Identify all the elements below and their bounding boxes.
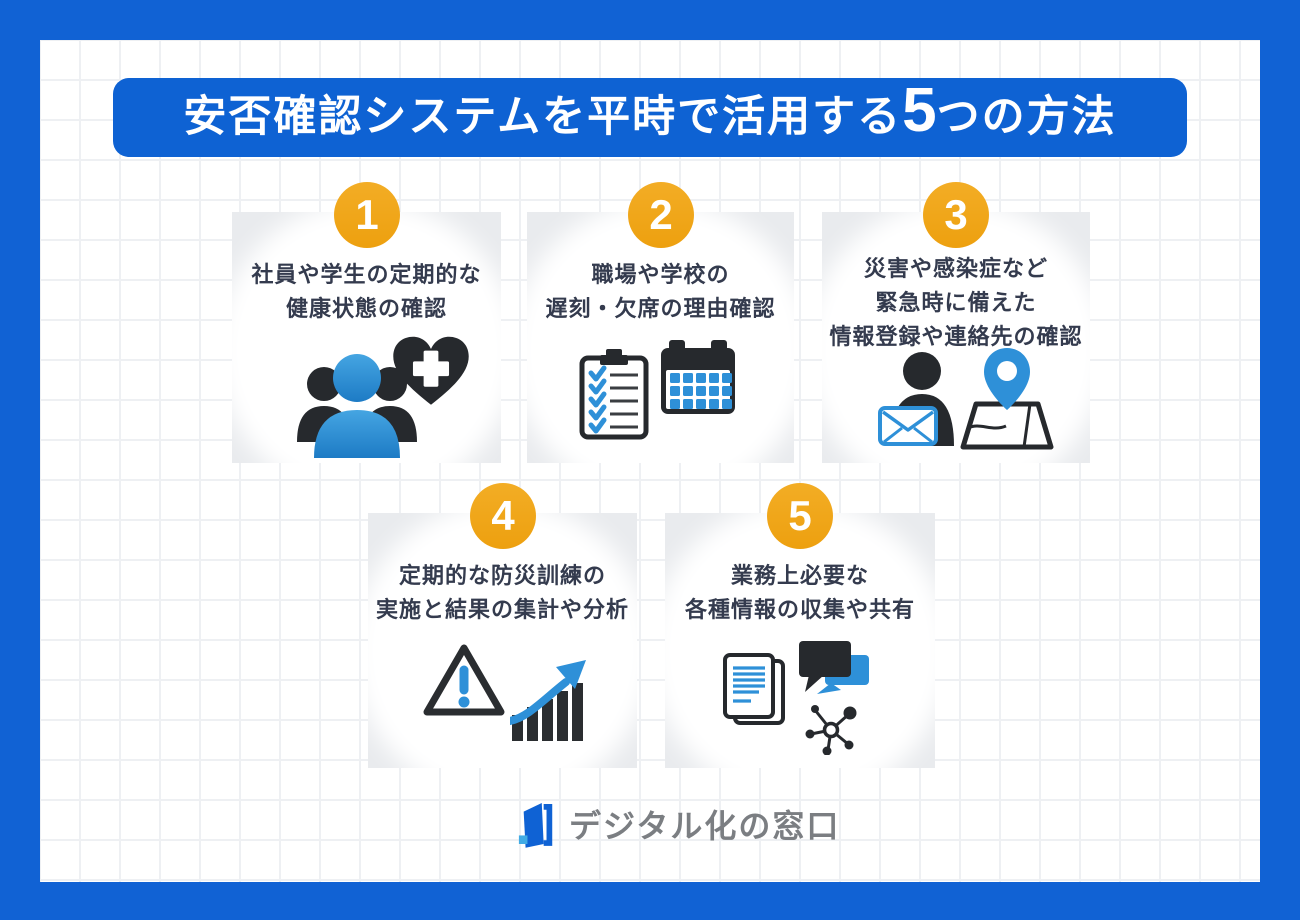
page-title: 安否確認システムを平時で活用する5つの方法 <box>183 76 1117 145</box>
title-highlight-number: 5 <box>902 76 937 145</box>
card-3-title: 災害や感染症など 緊急時に備えた 情報登録や連絡先の確認 <box>829 256 1083 349</box>
map-pin-icon <box>960 348 1054 450</box>
calendar-icon <box>661 340 735 414</box>
card-4: 定期的な防災訓練の 実施と結果の集計や分析 <box>368 513 637 768</box>
card-dome <box>527 212 794 463</box>
brand-logo-text: デジタル化の窓口 <box>569 808 841 844</box>
card-1-title: 社員や学生の定期的な 健康状態の確認 <box>251 262 482 321</box>
heart-medical-icon <box>393 336 469 405</box>
card-2: 職場や学校の 遅刻・欠席の理由確認 <box>527 212 794 463</box>
step-number-badge: 3 <box>923 182 989 248</box>
card-3: 災害や感染症など 緊急時に備えた 情報登録や連絡先の確認 <box>822 212 1090 463</box>
card-5: 業務上必要な 各種情報の収集や共有 <box>665 513 935 768</box>
card-5-title: 業務上必要な 各種情報の収集や共有 <box>684 563 915 622</box>
step-number-badge: 5 <box>767 483 833 549</box>
title-banner: 安否確認システムを平時で活用する5つの方法 <box>113 78 1187 157</box>
card-4-title: 定期的な防災訓練の 実施と結果の集計や分析 <box>375 563 629 622</box>
checklist-icon <box>579 349 649 440</box>
network-share-icon <box>805 705 857 755</box>
step-number-badge: 4 <box>470 483 536 549</box>
card-1: 社員や学生の定期的な 健康状態の確認 <box>232 212 501 463</box>
documents-icon <box>723 653 785 725</box>
warning-triangle-icon <box>423 644 505 716</box>
brand-logo: デジタル化の窓口 <box>517 798 840 850</box>
step-number-badge: 2 <box>628 182 694 248</box>
bar-chart-growth-icon <box>510 660 586 741</box>
chat-bubbles-icon <box>799 641 869 694</box>
door-logo-icon <box>518 803 553 848</box>
card-2-title: 職場や学校の 遅刻・欠席の理由確認 <box>545 262 776 321</box>
canvas-background: 安否確認システムを平時で活用する5つの方法 社員や学生の定期的な 健康状態の確認 <box>40 40 1260 882</box>
person-mail-icon <box>878 352 954 446</box>
people-group-icon <box>297 354 417 458</box>
card-dome <box>368 513 637 768</box>
card-dome <box>665 513 935 768</box>
step-number-badge: 1 <box>334 182 400 248</box>
